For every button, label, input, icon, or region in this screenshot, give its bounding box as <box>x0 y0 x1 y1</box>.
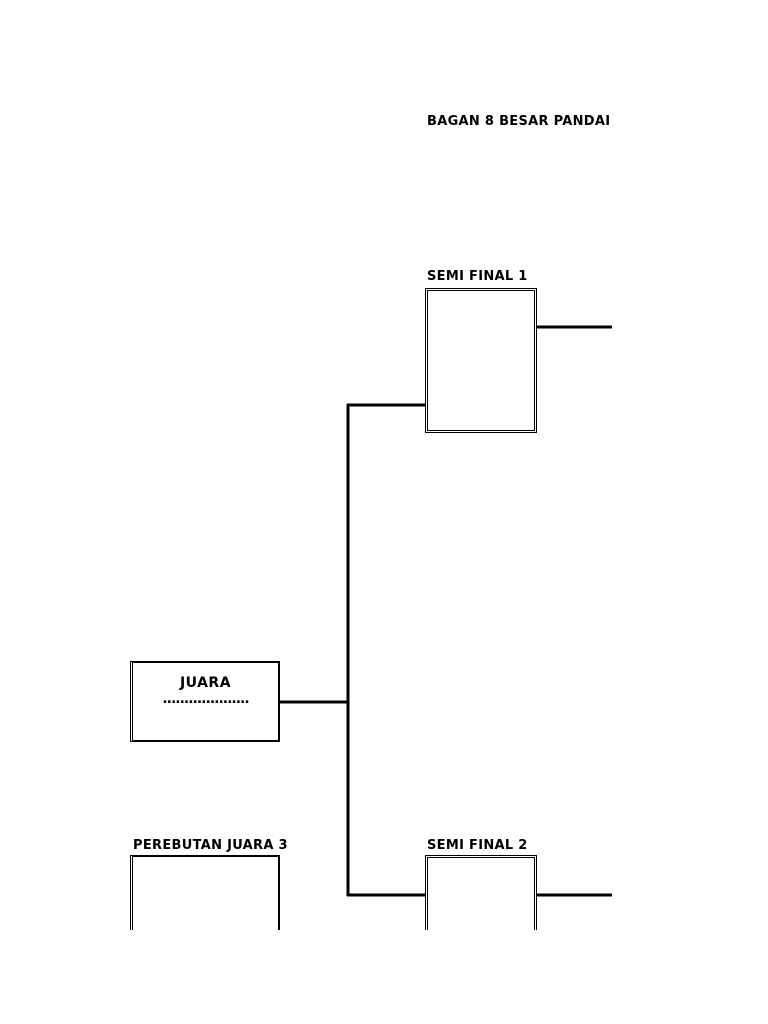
semi-final-1-box <box>425 288 537 433</box>
bracket-lines <box>280 325 612 897</box>
document-title: BAGAN 8 BESAR PANDAI <box>427 114 611 129</box>
semi-final-2-label: SEMI FINAL 2 <box>427 838 528 853</box>
champion-title: JUARA <box>179 675 232 691</box>
champion-name-placeholder: .................... <box>162 691 249 707</box>
semi-final-2-box <box>425 855 537 930</box>
champion-box: JUARA .................... <box>130 661 280 742</box>
print-area: BAGAN 8 BESAR PANDAI SEMI FINAL 1 JUARA … <box>130 114 612 930</box>
third-place-box <box>130 855 280 930</box>
semi-final-1-label: SEMI FINAL 1 <box>427 269 528 284</box>
third-place-label: PEREBUTAN JUARA 3 <box>133 838 288 853</box>
